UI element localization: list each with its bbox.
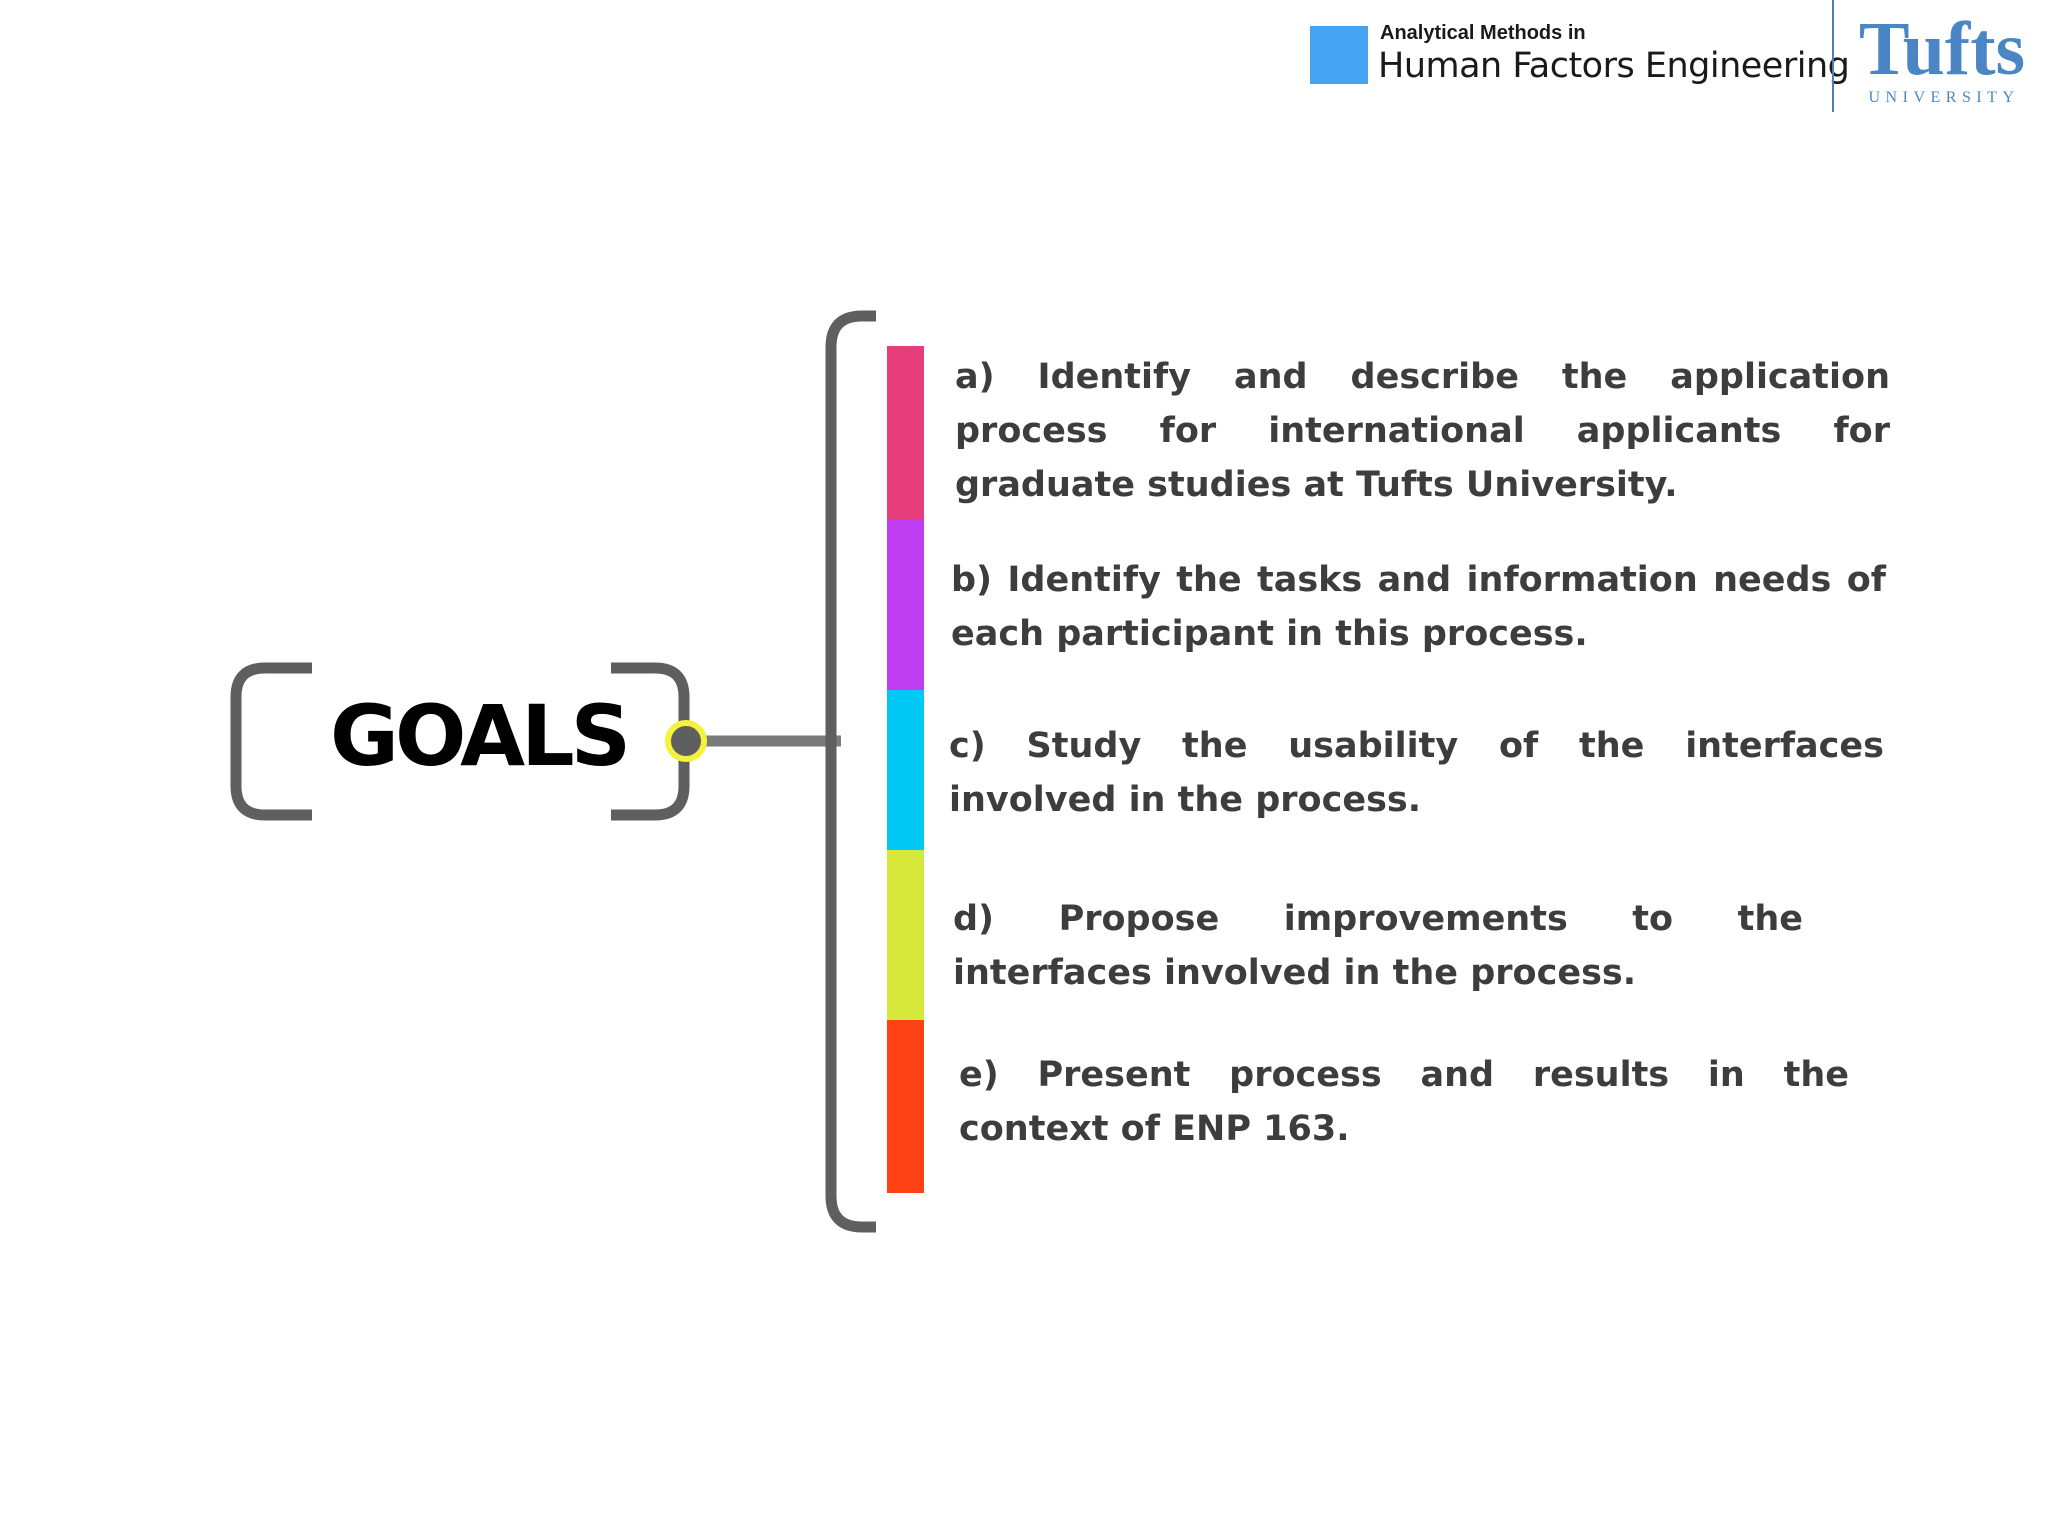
label-bracket-left <box>230 662 312 821</box>
list-bracket <box>825 310 876 1233</box>
course-title: Human Factors Engineering <box>1378 46 1850 86</box>
header-divider <box>1832 0 1834 112</box>
strip-segment-e <box>887 1020 924 1193</box>
header-accent-square <box>1310 26 1368 84</box>
logo-subtext: UNIVERSITY <box>1869 89 2020 106</box>
goal-item-d: d) Propose improvements to the interface… <box>953 899 1803 993</box>
strip-segment-d <box>887 850 924 1020</box>
connector-node <box>665 720 707 762</box>
goal-item-e: e) Present process and results in the co… <box>959 1055 1849 1149</box>
goal-item-c: c) Study the usability of the interfaces… <box>949 726 1884 820</box>
strip-segment-b <box>887 520 924 690</box>
goals-label: GOALS <box>330 687 631 785</box>
tufts-logo: Tufts UNIVERSITY <box>1859 10 2025 106</box>
course-subtitle: Analytical Methods in <box>1380 22 1586 44</box>
goal-item-a: a) Identify and describe the application… <box>955 357 1890 505</box>
strip-segment-a <box>887 346 924 520</box>
goal-item-b: b) Identify the tasks and information ne… <box>951 560 1886 654</box>
color-strip <box>887 346 924 1193</box>
logo-wordmark: Tufts <box>1859 10 2025 91</box>
strip-segment-c <box>887 690 924 850</box>
